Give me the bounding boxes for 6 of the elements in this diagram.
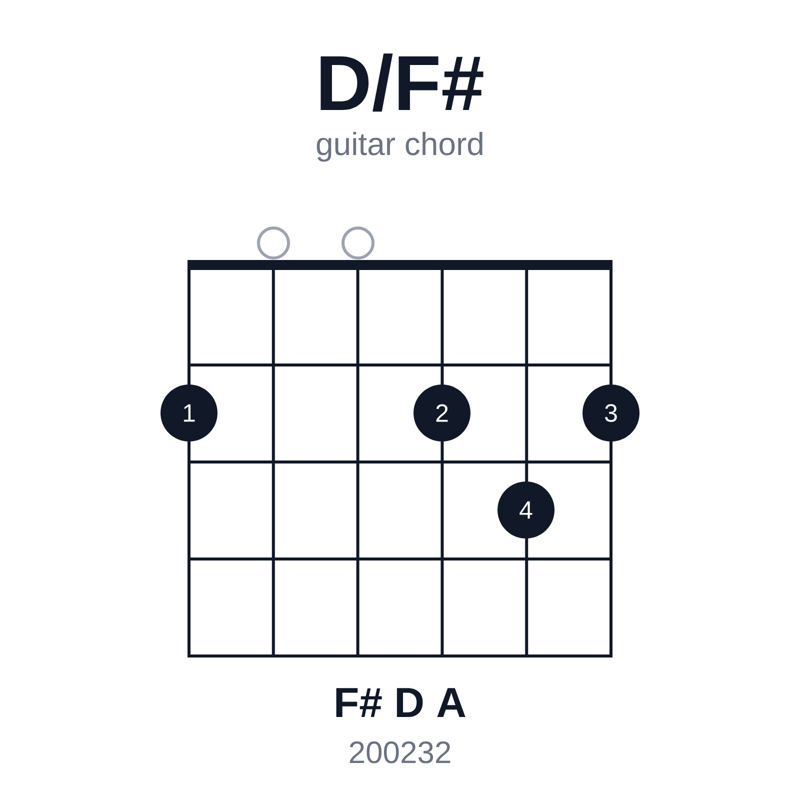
chord-notes: F# D A [336, 688, 466, 717]
open-string-circle [257, 226, 290, 260]
subtitle: guitar chord [316, 132, 482, 162]
fret-code: 200232 [350, 741, 450, 764]
open-string-circle [342, 226, 374, 260]
chord-title: D/F# [320, 53, 484, 112]
